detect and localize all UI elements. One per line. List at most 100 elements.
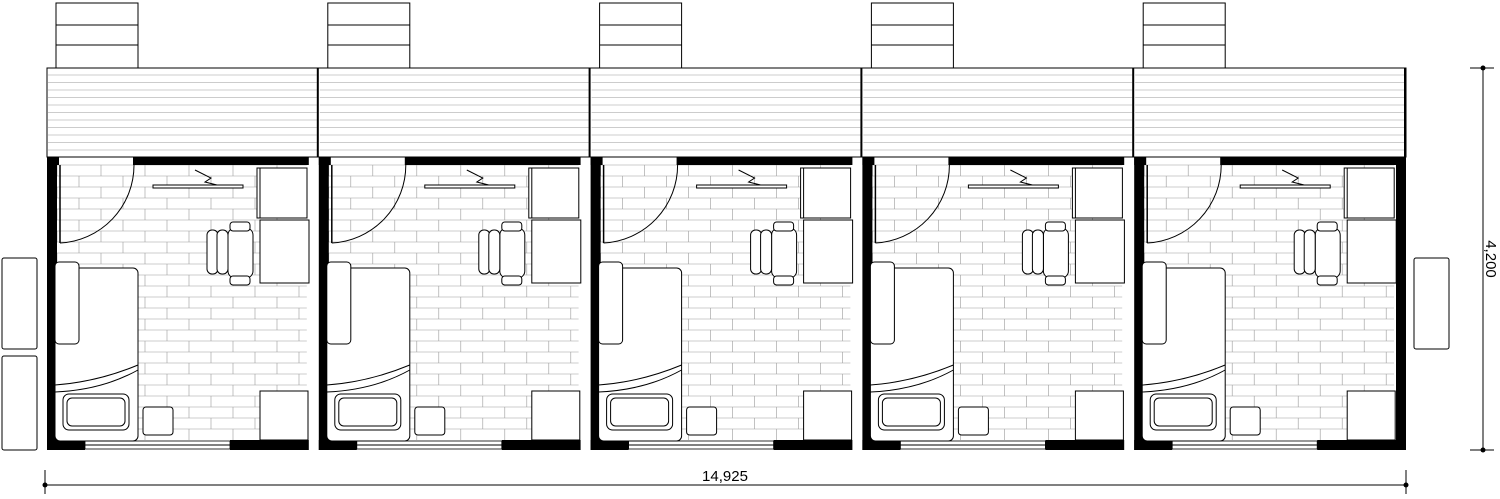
wall-left <box>862 157 873 450</box>
storage-cabinet <box>803 390 853 441</box>
chair-back <box>1031 229 1044 275</box>
wardrobe <box>800 167 852 219</box>
ac-outdoor-unit <box>327 2 411 69</box>
nightstand <box>1229 406 1261 436</box>
wall-top <box>133 157 309 165</box>
chair-arm <box>1021 229 1034 275</box>
exterior-bench-left-lower <box>1 355 38 451</box>
bed-side-rail <box>598 261 624 345</box>
depth-dimension-label: 4,200 <box>1482 240 1499 278</box>
ac-outdoor-unit <box>870 2 954 69</box>
nightstand <box>414 406 446 436</box>
wall-bottom-left <box>318 440 357 450</box>
desk <box>803 219 854 284</box>
hanger-rail <box>696 184 788 189</box>
pillow <box>334 393 402 431</box>
bed-blanket-fold <box>54 364 139 386</box>
room-unit-4 <box>862 2 1135 450</box>
chair-arm <box>1293 229 1306 275</box>
bed-side-rail <box>869 261 895 345</box>
width-dimension: 14,925 <box>42 468 1409 494</box>
ac-outdoor-unit <box>55 2 139 69</box>
pillow <box>606 393 674 431</box>
chair-back <box>488 229 501 275</box>
nightstand <box>142 406 174 436</box>
wall-left <box>590 157 601 450</box>
wardrobe <box>528 167 580 219</box>
wall-top <box>1220 157 1396 165</box>
width-dimension-label: 14,925 <box>702 468 748 485</box>
wall-left <box>47 157 57 450</box>
hanger-icon <box>738 169 761 186</box>
storage-cabinet <box>1074 390 1124 441</box>
wall-top <box>676 157 853 165</box>
ac-outdoor-unit <box>1142 2 1226 69</box>
room-units <box>46 2 1407 450</box>
nightstand <box>686 406 718 436</box>
wardrobe <box>256 167 308 219</box>
wall-bottom-right <box>501 440 581 450</box>
wall-bottom-right <box>230 440 309 450</box>
hanger-icon <box>1010 169 1033 186</box>
wall-bottom-left <box>47 440 85 450</box>
hanger-rail <box>152 184 244 189</box>
bed-side-rail <box>1141 261 1167 345</box>
chair-seat <box>771 227 798 279</box>
exterior-bench-left-upper <box>1 257 38 350</box>
wardrobe <box>1343 167 1395 219</box>
bed-blanket-fold <box>1142 364 1226 386</box>
bed-blanket-fold <box>870 364 954 386</box>
wall-top <box>948 157 1125 165</box>
wall-right <box>1396 157 1406 450</box>
desk <box>1074 219 1125 284</box>
chair-back <box>216 229 229 275</box>
wall-bottom-left <box>1134 440 1173 450</box>
wall-bottom-left <box>862 440 901 450</box>
wall-bottom-left <box>590 440 629 450</box>
hanger-icon <box>194 169 218 186</box>
storage-cabinet <box>531 390 581 441</box>
chair-arm <box>206 229 219 275</box>
hanger-rail <box>967 184 1059 189</box>
room-unit-3 <box>590 2 863 450</box>
ac-outdoor-unit <box>599 2 683 69</box>
door-swing <box>875 164 950 244</box>
bed-blanket-fold <box>326 364 410 386</box>
hanger-icon <box>1281 169 1305 186</box>
chair-seat <box>1042 227 1069 279</box>
room-unit-1 <box>47 2 319 450</box>
pillow <box>1149 393 1217 431</box>
hanger-rail <box>1239 184 1331 189</box>
chair-seat <box>1314 227 1341 279</box>
door-swing <box>1147 164 1222 244</box>
wall-left <box>318 157 329 450</box>
chair-seat <box>499 227 526 279</box>
door-swing <box>59 164 135 244</box>
bed-side-rail <box>326 261 352 345</box>
wall-bottom-right <box>1317 440 1396 450</box>
wall-top <box>404 157 581 165</box>
wall-bottom-right <box>773 440 853 450</box>
chair-back <box>760 229 773 275</box>
depth-dimension: 4,200 <box>1470 65 1499 453</box>
bed-blanket-fold <box>598 364 682 386</box>
desk <box>259 219 310 284</box>
hanger-icon <box>466 169 489 186</box>
door-swing <box>331 164 407 244</box>
room-unit-5 <box>1134 2 1406 450</box>
chair-arm <box>750 229 763 275</box>
chair-arm <box>478 229 491 275</box>
exterior-bench-right <box>1413 257 1450 350</box>
hanger-rail <box>424 184 516 189</box>
chair-back <box>1303 229 1316 275</box>
wardrobe <box>1071 167 1123 219</box>
storage-cabinet <box>1346 390 1396 441</box>
wall-bottom-right <box>1045 440 1125 450</box>
chair-seat <box>227 227 254 279</box>
desk <box>1346 219 1397 284</box>
bed-side-rail <box>54 261 80 345</box>
pillow <box>877 393 945 431</box>
wall-left <box>1134 157 1145 450</box>
pillow <box>62 393 130 431</box>
